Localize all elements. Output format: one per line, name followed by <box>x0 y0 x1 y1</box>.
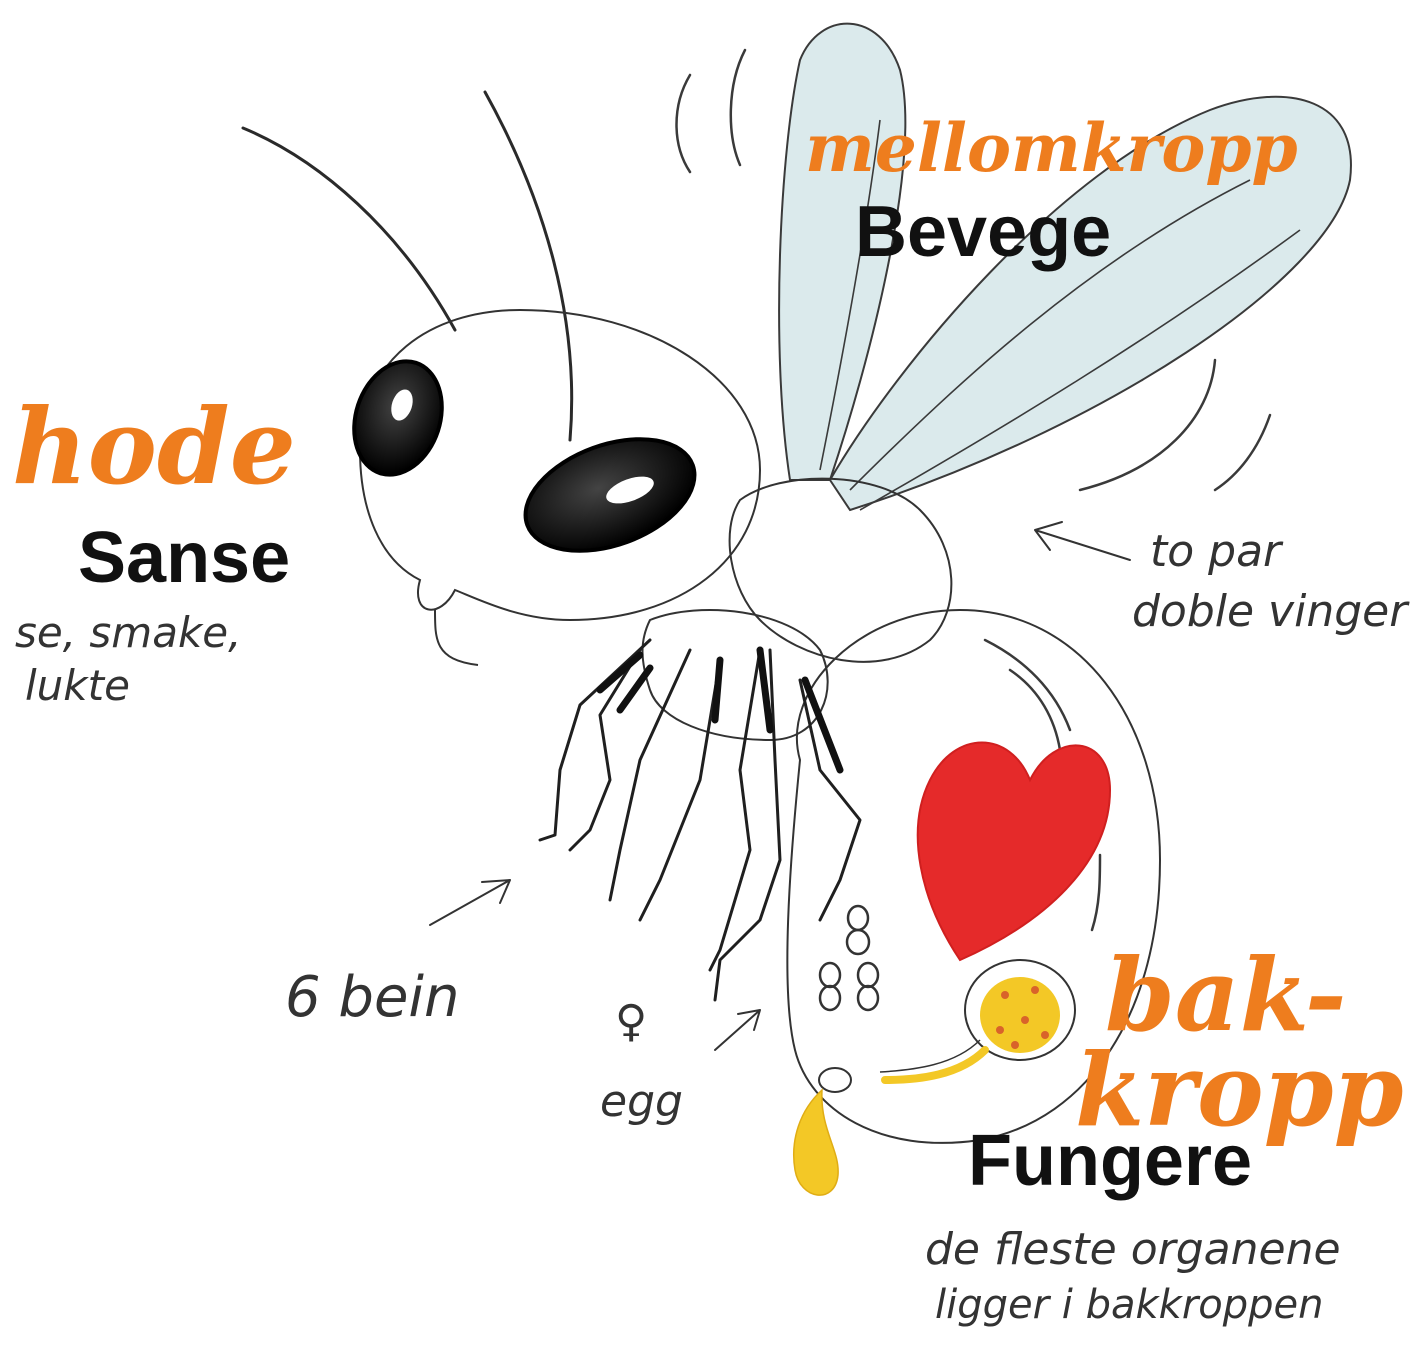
abdomen-part-label-1: bak- <box>1105 945 1346 1045</box>
abdomen-note-line-2: ligger i bakkroppen <box>935 1285 1324 1325</box>
thorax-part-label: mellomkropp <box>805 115 1298 181</box>
eggs <box>820 906 878 1010</box>
thorax-function-label: Bevege <box>855 196 1111 268</box>
head-note-line-2: lukte <box>25 665 130 707</box>
head-jaw <box>435 610 478 665</box>
abdomen-function-label: Fungere <box>968 1125 1252 1197</box>
abdomen-note-line-1: de fleste organene <box>925 1228 1341 1272</box>
wings-note-line-1: to par <box>1150 530 1281 574</box>
head-function-label: Sanse <box>78 522 290 594</box>
eyes <box>340 350 710 572</box>
head-note-line-1: se, smake, <box>15 612 241 654</box>
heart-icon <box>918 743 1110 961</box>
wings-note-line-2: doble vinger <box>1132 590 1407 634</box>
female-symbol: ♀ <box>615 1000 647 1044</box>
thorax <box>730 479 952 662</box>
head-part-label: hode <box>12 395 296 499</box>
legs-note: 6 bein <box>285 970 459 1026</box>
thorax-lower <box>643 610 828 740</box>
egg-note: egg <box>600 1080 683 1124</box>
